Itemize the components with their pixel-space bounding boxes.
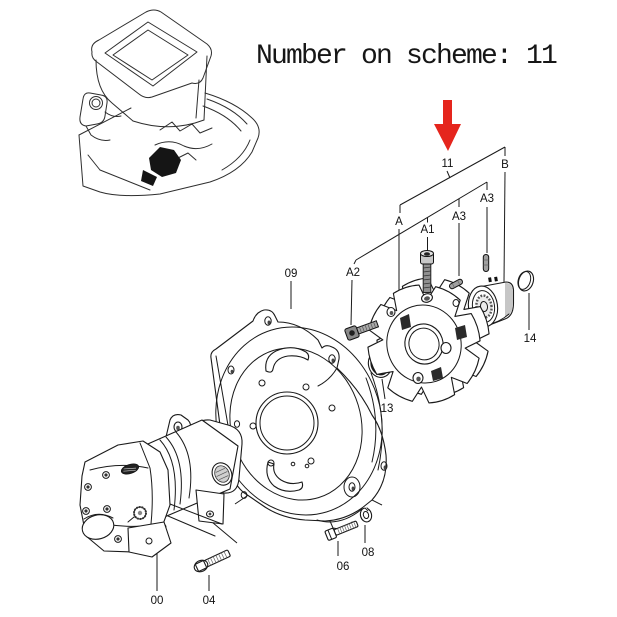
pin-a3-left [448, 278, 464, 290]
part-label-13: 13 [381, 403, 394, 415]
ear-holes [227, 316, 388, 499]
part-label-06: 06 [337, 561, 350, 573]
part-flywheel-housing [210, 309, 388, 530]
bolt-06 [324, 520, 359, 541]
part-label-a1: A1 [420, 224, 434, 236]
part-label-a: A [395, 216, 403, 228]
part-label-a3-left: A3 [452, 211, 466, 223]
scheme-title: Number on scheme: 11 [256, 41, 557, 72]
machine-thumbnail [78, 9, 260, 197]
washer-08 [359, 506, 373, 523]
part-label-a3-right: A3 [480, 193, 494, 205]
pump-shaft [127, 506, 147, 523]
part-label-08: 08 [362, 547, 375, 559]
pointer-arrow-icon [434, 100, 461, 151]
part-label-09: 09 [285, 268, 298, 280]
pin-a3-right [482, 254, 490, 272]
part-label-00: 00 [151, 595, 164, 607]
part-plug-14 [517, 270, 535, 292]
part-label-11: 11 [442, 158, 454, 170]
part-label-a2: A2 [346, 267, 360, 279]
part-label-14: 14 [524, 333, 537, 345]
bolt-a1 [420, 250, 434, 293]
bolt-a2 [344, 320, 380, 341]
highlight-blob [141, 147, 181, 186]
bolt-04 [193, 549, 231, 573]
part-pump [79, 414, 243, 558]
part-label-04: 04 [203, 595, 216, 607]
part-label-b: B [501, 159, 509, 171]
part-coupling [367, 277, 490, 404]
